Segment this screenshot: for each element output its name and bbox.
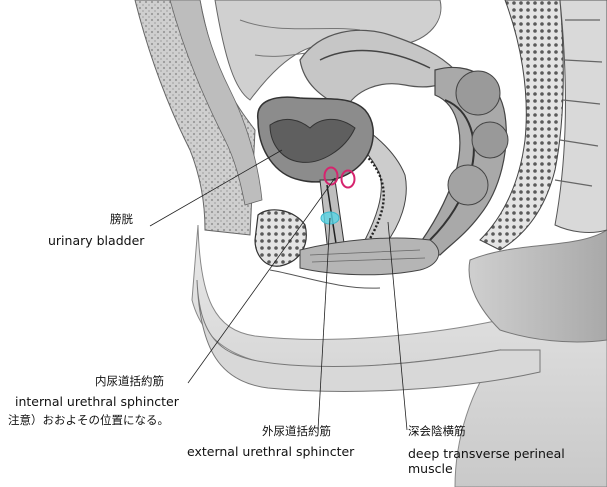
internal-sphincter-marker-right: [340, 169, 356, 189]
leader-deep: [387, 221, 408, 431]
approximate-position-note: 注意）おおよその位置になる。: [8, 413, 169, 427]
pubic-bone: [254, 209, 307, 267]
external-sphincter-label-jp: 外尿道括約筋: [262, 424, 331, 438]
leader-external: [317, 217, 331, 431]
sacrum: [479, 0, 564, 251]
bladder-label-jp: 膀胱: [110, 212, 133, 226]
rectus-muscle: [169, 0, 263, 206]
lower-limb: [196, 279, 541, 392]
bladder-label-en: urinary bladder: [48, 233, 145, 248]
deep-transverse-perineal-label-en-2: muscle: [408, 461, 453, 476]
external-sphincter-label-en: external urethral sphincter: [187, 444, 355, 459]
spinal-column: [554, 0, 607, 233]
deep-transverse-perineal-label-en-1: deep transverse perineal: [408, 446, 565, 461]
internal-sphincter-marker-left: [323, 166, 339, 186]
leader-bladder: [149, 149, 283, 227]
deep-transverse-perineal-label-jp: 深会陰横筋: [408, 424, 466, 438]
internal-sphincter-label-en: internal urethral sphincter: [15, 394, 179, 409]
buttock: [468, 229, 607, 343]
leader-internal: [187, 177, 336, 384]
perineal-muscles: [299, 237, 440, 276]
internal-sphincter-label-jp: 内尿道括約筋: [95, 374, 164, 388]
